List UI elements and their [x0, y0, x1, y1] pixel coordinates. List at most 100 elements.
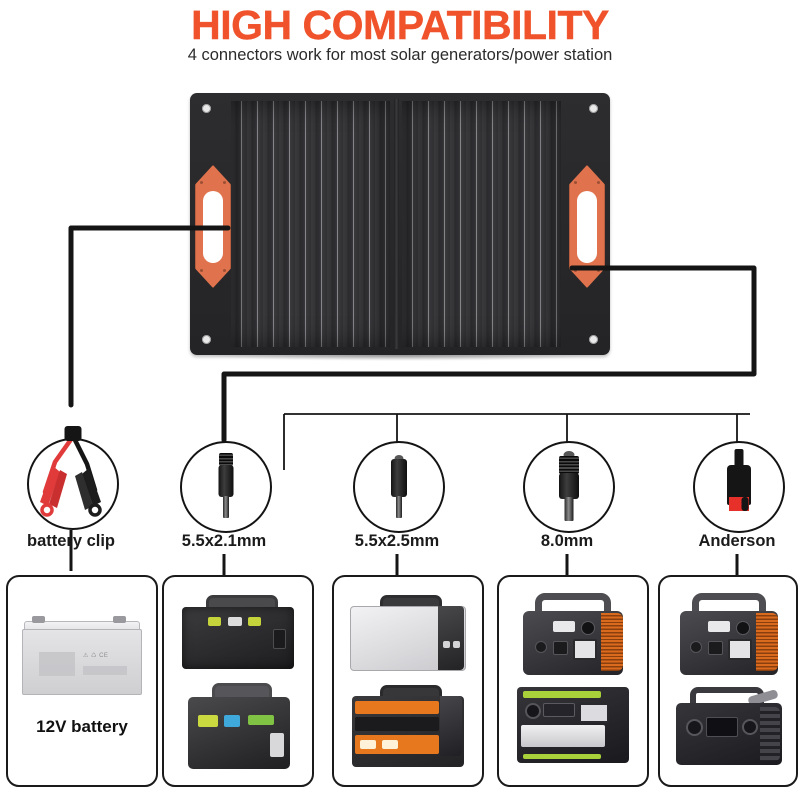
ps-green-stripe	[523, 691, 601, 698]
anderson-cable-neck	[734, 449, 744, 469]
ps-ac-outlet	[573, 639, 597, 660]
device-box-label-12v-battery: 12V battery	[36, 717, 128, 736]
ps-outlet	[382, 740, 398, 749]
ps-display	[228, 617, 242, 626]
battery-pictogram	[39, 652, 75, 676]
panel-grommet	[202, 335, 211, 344]
ps-port	[525, 703, 541, 719]
battery-terminal	[113, 616, 126, 623]
ps-indicator	[248, 617, 261, 626]
ps-orange-vent	[601, 613, 623, 671]
clip-connector-body	[64, 426, 82, 441]
ps-vent-panel	[760, 707, 780, 761]
panel-grommet	[589, 335, 598, 344]
ps-outlet	[360, 740, 376, 749]
connector-label-dc-80: 8.0mm	[540, 532, 594, 550]
plug-body	[391, 459, 407, 497]
plug-grip-ribs	[559, 456, 579, 474]
handle-screw	[597, 181, 600, 184]
connector-icon-dc-80	[523, 441, 615, 533]
ps-dial	[736, 621, 750, 635]
handle-slot	[203, 191, 223, 263]
device-box-anderson	[658, 575, 798, 787]
ps-dial	[581, 621, 595, 635]
device-box-dc-80	[497, 575, 649, 787]
ps-display	[553, 621, 575, 632]
battery-case: ⚠ ♺ CE	[22, 629, 142, 695]
ps-port-panel	[440, 696, 462, 756]
orange-power-station-image	[352, 685, 464, 767]
panel-fold-seam	[394, 99, 399, 349]
solar-panel	[190, 93, 610, 355]
ps-usb-port	[553, 641, 568, 655]
plug-body	[559, 473, 579, 499]
ps-side-port	[273, 629, 286, 649]
page-subtitle: 4 connectors work for most solar generat…	[187, 46, 613, 64]
connector-icon-dc-5525	[353, 441, 445, 533]
ps-display	[706, 717, 738, 737]
panel-handle-left	[195, 165, 231, 288]
ps-indicator	[208, 617, 221, 626]
orange-black-power-station-image	[680, 593, 778, 675]
connector-label-battery-clip: battery clip	[26, 532, 116, 550]
battery-ce-marks: ⚠ ♺ CE	[83, 653, 109, 659]
ps-indicator	[198, 715, 218, 727]
handle-slot	[577, 191, 597, 263]
anderson-plug-icon	[717, 449, 761, 525]
dc-barrel-plug-icon	[206, 453, 246, 523]
ps-vent-panel	[355, 717, 439, 731]
silver-power-station-image	[350, 595, 466, 671]
ps-port	[443, 641, 450, 648]
handle-screw	[200, 181, 203, 184]
handle-screw	[574, 181, 577, 184]
device-box-dc-5525	[332, 575, 484, 787]
ps-port	[690, 641, 702, 653]
handle-screw	[574, 269, 577, 272]
connector-label-dc-5525: 5.5x2.5mm	[354, 532, 440, 550]
handle-screw	[200, 269, 203, 272]
ps-ac-outlet	[579, 703, 609, 723]
device-box-12v-battery: ⚠ ♺ CE 12V battery	[6, 575, 158, 787]
black-green-power-station-image	[188, 683, 290, 769]
device-box-dc-5521	[162, 575, 314, 787]
connector-label-anderson: Anderson	[698, 532, 776, 550]
plug-pin	[564, 497, 574, 521]
dc-barrel-plug-icon	[548, 451, 590, 523]
green-silver-power-station-image	[517, 687, 629, 763]
ps-front-panel	[521, 725, 605, 747]
solar-cell-array-left	[231, 101, 390, 347]
handle-screw	[223, 269, 226, 272]
connector-icon-battery-clip	[27, 426, 119, 530]
orange-black-power-station-image	[523, 593, 623, 675]
ps-port-panel	[438, 606, 464, 670]
ps-orange-stripe	[355, 701, 439, 714]
anderson-divider	[741, 497, 749, 511]
ps-port-row	[248, 715, 274, 725]
panel-grommet	[202, 104, 211, 113]
ps-ac-outlet	[728, 639, 752, 660]
solar-cell-array-right	[402, 101, 561, 347]
ps-display	[708, 621, 730, 632]
ps-dial	[686, 719, 703, 736]
12v-battery-image: ⚠ ♺ CE	[22, 615, 142, 699]
ps-green-stripe	[523, 754, 601, 759]
alligator-clips-icon	[40, 440, 102, 517]
handle-screw	[597, 269, 600, 272]
handle-screw	[223, 181, 226, 184]
ps-orange-vent	[756, 613, 778, 671]
black-power-station-image	[182, 595, 294, 669]
ps-port-group	[543, 703, 575, 717]
ps-dial	[742, 719, 758, 735]
dark-grey-power-station-image	[676, 687, 782, 765]
panel-handle-right	[569, 165, 605, 288]
plug-tip-hole	[394, 455, 404, 462]
ps-outlet	[270, 733, 284, 757]
plug-pin	[223, 496, 229, 518]
connector-icon-anderson	[693, 441, 785, 533]
ps-usb-port	[708, 641, 723, 655]
battery-spec-text	[83, 666, 127, 675]
ps-port	[453, 641, 460, 648]
page-title: HIGH COMPATIBILITY	[191, 2, 610, 48]
ps-display	[224, 715, 240, 727]
